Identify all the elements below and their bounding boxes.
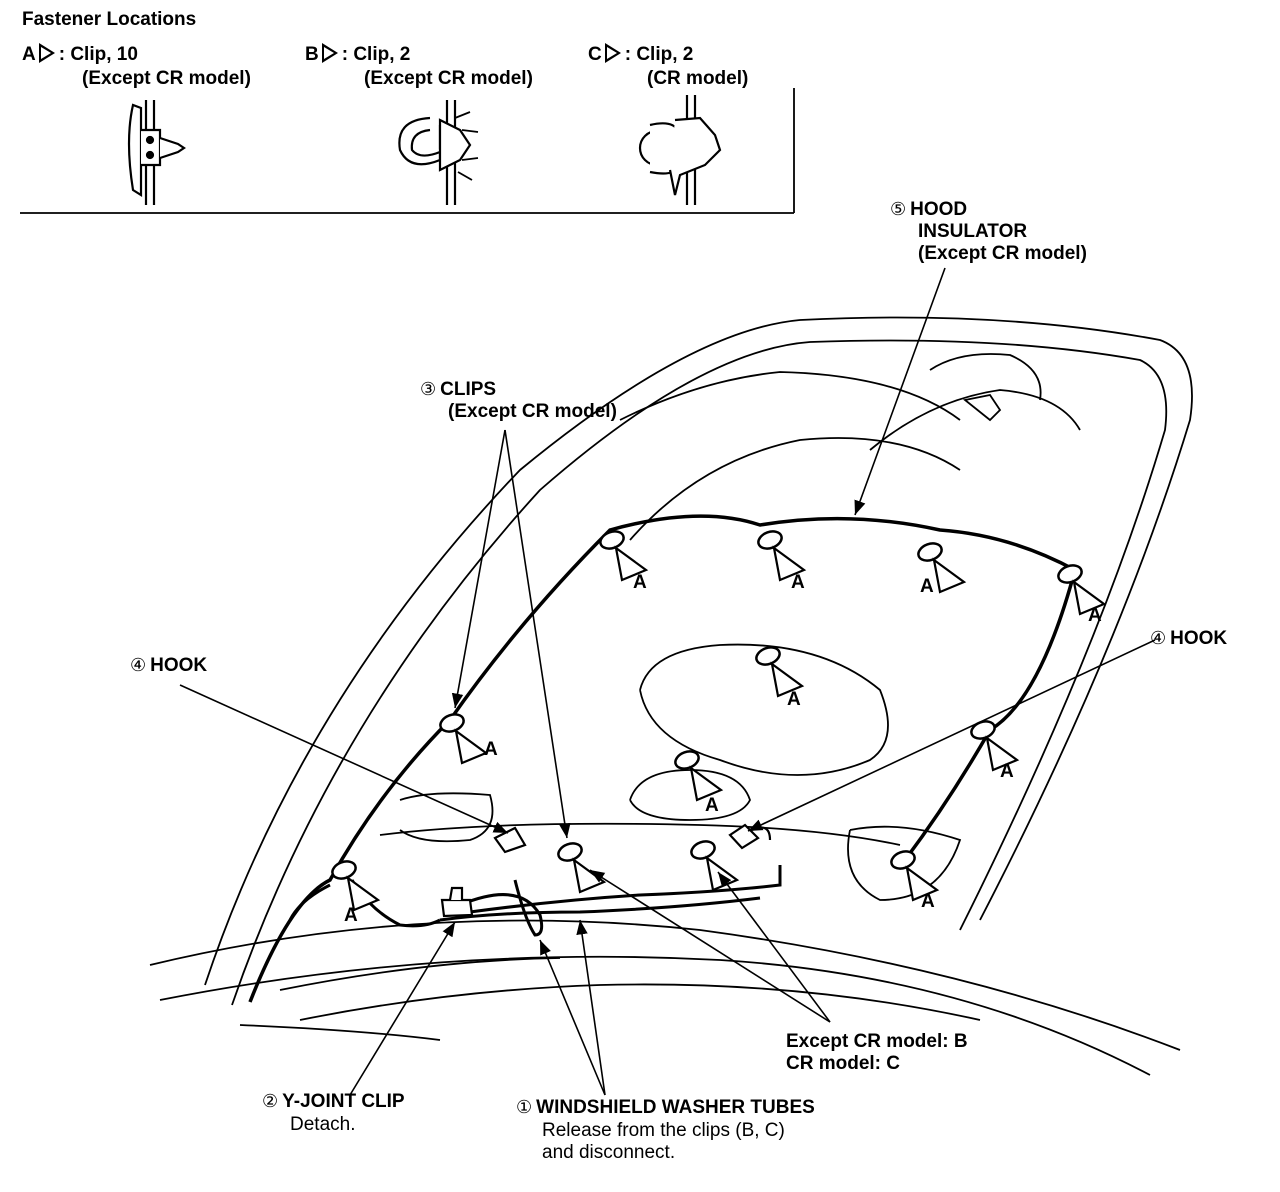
clip-label-a: A xyxy=(484,739,498,760)
callout-washer-line2: Release from the clips (B, C) xyxy=(542,1120,785,1141)
callout-text: HOOK xyxy=(1170,628,1228,649)
hook-left xyxy=(493,826,527,854)
legend-frame xyxy=(20,88,795,214)
clip-label-a: A xyxy=(1088,605,1102,626)
callout-hood-insulator-line2: INSULATOR xyxy=(918,221,1028,242)
clip-label-a: A xyxy=(344,905,358,926)
callout-number: ④ xyxy=(1150,628,1167,648)
callout-number: ② xyxy=(262,1091,279,1111)
clip-label-a: A xyxy=(1000,761,1014,782)
hood-outline xyxy=(149,316,1193,1076)
legend-item-b-note: (Except CR model) xyxy=(364,68,533,89)
clip-c-icon xyxy=(638,95,722,205)
legend-item-a-letter: A xyxy=(22,44,36,65)
callout-washer-line3: and disconnect. xyxy=(542,1142,676,1163)
callout-number: ③ xyxy=(420,379,437,399)
insulator-edge xyxy=(248,514,1078,1003)
clip-label-a: A xyxy=(921,891,935,912)
legend-item-c-desc: : Clip, 2 xyxy=(624,44,694,65)
y-joint-clip xyxy=(440,886,474,918)
callout-hood-insulator-line3: (Except CR model) xyxy=(918,243,1087,264)
triangle-icon xyxy=(321,43,338,63)
legend-title: Fastener Locations xyxy=(22,9,197,30)
legend-item-a-desc: : Clip, 10 xyxy=(58,44,138,65)
callout-text: CLIPS xyxy=(440,379,497,400)
callout-clip-bc-line1: Except CR model: B xyxy=(786,1031,968,1052)
callout-number: ④ xyxy=(130,655,147,675)
callout-text: Y-JOINT CLIP xyxy=(282,1091,405,1112)
callout-number: ① xyxy=(516,1097,533,1117)
clip-b-icon xyxy=(398,100,479,205)
clip-bc-markers xyxy=(554,837,739,894)
legend-item-b-letter: B xyxy=(305,44,319,65)
callout-number: ⑤ xyxy=(890,199,907,219)
hook-right xyxy=(728,823,772,850)
clip-label-a: A xyxy=(787,689,801,710)
legend-item-a-note: (Except CR model) xyxy=(82,68,251,89)
clip-label-a: A xyxy=(791,572,805,593)
legend-item-b: B : Clip, 2 xyxy=(305,43,410,66)
legend-item-c-note: (CR model) xyxy=(647,68,749,89)
callout-yjoint-line2: Detach. xyxy=(290,1114,356,1135)
callout-clips-line2: (Except CR model) xyxy=(448,401,617,422)
callout-text: WINDSHIELD WASHER TUBES xyxy=(536,1097,815,1118)
clip-a-icon xyxy=(127,100,186,205)
clip-label-a: A xyxy=(920,576,934,597)
callout-clip-bc-line2: CR model: C xyxy=(786,1053,900,1074)
legend-item-c-letter: C xyxy=(588,44,602,65)
triangle-icon xyxy=(604,43,621,63)
triangle-icon xyxy=(38,43,55,63)
callout-text: HOOK xyxy=(150,655,208,676)
leader-lines xyxy=(179,267,1156,1096)
clip-label-a: A xyxy=(633,572,647,593)
clip-label-a: A xyxy=(705,795,719,816)
washer-tube xyxy=(288,865,782,937)
legend-item-b-desc: : Clip, 2 xyxy=(341,44,411,65)
legend-item-c: C : Clip, 2 xyxy=(588,43,693,66)
callout-text: HOOD xyxy=(910,199,968,220)
legend-item-a: A : Clip, 10 xyxy=(22,43,138,66)
